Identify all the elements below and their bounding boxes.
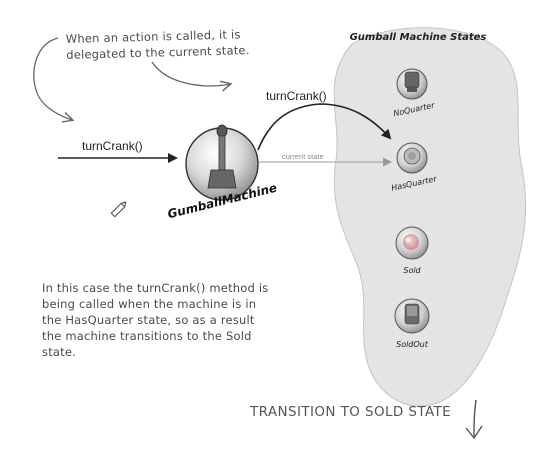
states-title: Gumball Machine States — [350, 32, 487, 43]
state-label-sold: Sold — [403, 266, 421, 275]
state-sold: Sold — [395, 226, 429, 275]
annotation-arrow-upper — [151, 61, 230, 86]
incoming-arrow-label: turnCrank() — [82, 139, 143, 153]
annotation-explanation: In this case the turnCrank() method is b… — [42, 281, 269, 359]
current-state-label: current state — [282, 152, 324, 161]
annotation-arrow-lower — [33, 37, 72, 120]
gumball-machine-object: GumballMachine — [166, 124, 278, 221]
annotation-delegation: When an action is called, it is delegate… — [65, 27, 250, 62]
delegated-call-arrow — [257, 103, 392, 151]
footer-transition-title: TRANSITION TO SOLD STATE — [250, 404, 452, 420]
delegated-call-label: turnCrank() — [266, 89, 327, 103]
gumball-icon — [403, 234, 419, 250]
states-area — [333, 27, 527, 407]
down-arrow-icon — [465, 399, 483, 440]
noquarter-icon — [404, 71, 420, 92]
quarter-coin-icon — [403, 147, 421, 165]
empty-machine-icon — [404, 303, 420, 325]
state-label-soldout: SoldOut — [396, 340, 429, 349]
pencil-icon — [110, 201, 127, 218]
state-soldout: SoldOut — [394, 298, 430, 349]
gumball-machine-icon — [207, 124, 237, 189]
